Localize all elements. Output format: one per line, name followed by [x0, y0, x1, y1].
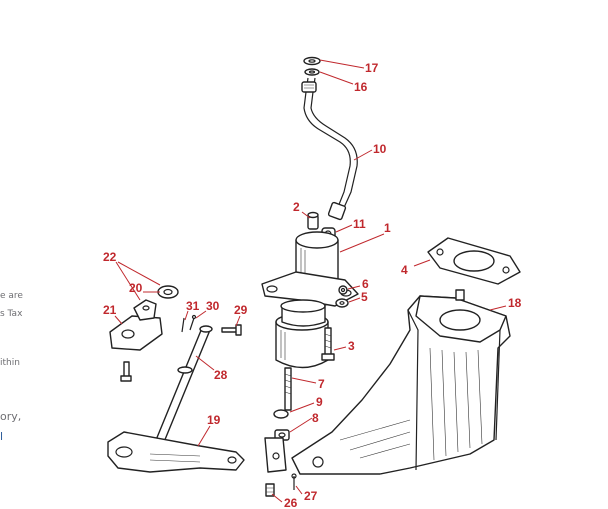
callout-31: 31	[186, 299, 200, 313]
bracket-21	[109, 299, 163, 351]
edge-text-4: ory,	[0, 410, 22, 423]
callout-2: 2	[293, 200, 300, 214]
drain-rod-7	[284, 367, 292, 411]
pin-27	[291, 473, 297, 490]
callout-26: 26	[284, 496, 298, 509]
callout-6: 6	[362, 277, 369, 291]
screw-26	[265, 483, 275, 497]
callout-3: 3	[348, 339, 355, 353]
edge-text-1: e are	[0, 291, 23, 301]
fitting-2	[307, 211, 319, 230]
callout-29: 29	[234, 303, 248, 317]
callout-28: 28	[214, 368, 228, 382]
pin-30	[189, 314, 197, 331]
callout-16: 16	[354, 80, 368, 94]
washer-5	[335, 298, 349, 308]
leader-lines	[114, 59, 507, 503]
casting-18	[291, 289, 511, 475]
washer-9	[273, 409, 289, 419]
callout-numbers: 17 16 10 2 11 1 4 6 5 3 7 9 8 18 19 20 2…	[103, 61, 522, 509]
gasket-4	[427, 237, 521, 285]
callout-20: 20	[129, 281, 143, 295]
callout-5: 5	[361, 290, 368, 304]
edge-text-2: s Tax	[0, 309, 23, 319]
rod-28	[155, 325, 213, 443]
nut-6	[338, 285, 348, 295]
callout-11: 11	[353, 217, 366, 231]
edge-text-3: ithin	[0, 358, 20, 368]
fuel-pipe-10	[301, 77, 358, 221]
callout-22: 22	[103, 250, 117, 264]
callout-21: 21	[103, 303, 117, 317]
callout-9: 9	[316, 395, 323, 409]
callout-19: 19	[207, 413, 221, 427]
lever-19	[107, 431, 245, 473]
callout-10: 10	[373, 142, 387, 156]
washer-16	[304, 68, 320, 76]
bolt-left	[120, 361, 132, 382]
bracket-small	[264, 437, 287, 473]
callout-7: 7	[318, 377, 325, 391]
clip-20	[157, 285, 179, 299]
callout-17: 17	[365, 61, 379, 75]
callout-8: 8	[312, 411, 319, 425]
bolt-3	[321, 327, 335, 361]
callout-4: 4	[401, 263, 408, 277]
edge-text-5: l	[0, 430, 4, 443]
callout-30: 30	[206, 299, 220, 313]
pin-29	[221, 324, 242, 336]
callout-27: 27	[304, 489, 318, 503]
callout-18: 18	[508, 296, 522, 310]
washer-17	[303, 56, 321, 66]
pin-31	[181, 317, 185, 333]
callout-1: 1	[384, 221, 391, 235]
